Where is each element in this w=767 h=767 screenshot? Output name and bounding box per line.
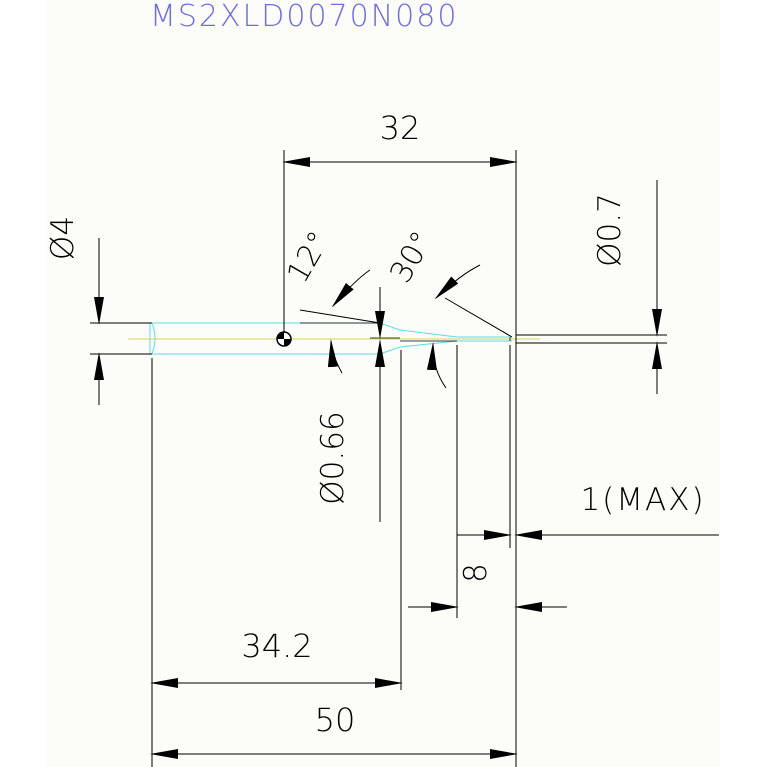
len-34-2-label: 34.2 <box>241 627 312 665</box>
neck-diameter-label: Ø0.66 <box>315 411 351 504</box>
angle-arcs <box>327 264 481 389</box>
angle-30-label: 30° <box>383 225 440 289</box>
shank-diameter-label: Ø4 <box>45 216 81 260</box>
len-50-label: 50 <box>315 701 356 739</box>
len-32-label: 32 <box>380 109 421 147</box>
drawing-title: MS2XLD0070N080 <box>150 0 458 34</box>
angle-12-label: 12° <box>280 225 337 289</box>
extension-lines <box>90 150 667 767</box>
max-1-label: 1(MAX) <box>580 482 705 518</box>
detail-lines <box>300 322 511 342</box>
center-symbol-icon <box>276 331 292 347</box>
dimension-lines <box>94 157 719 759</box>
drawing-sheet <box>47 0 720 767</box>
tip-diameter-label: Ø0.7 <box>592 193 628 267</box>
len-8-label: 8 <box>458 563 494 583</box>
